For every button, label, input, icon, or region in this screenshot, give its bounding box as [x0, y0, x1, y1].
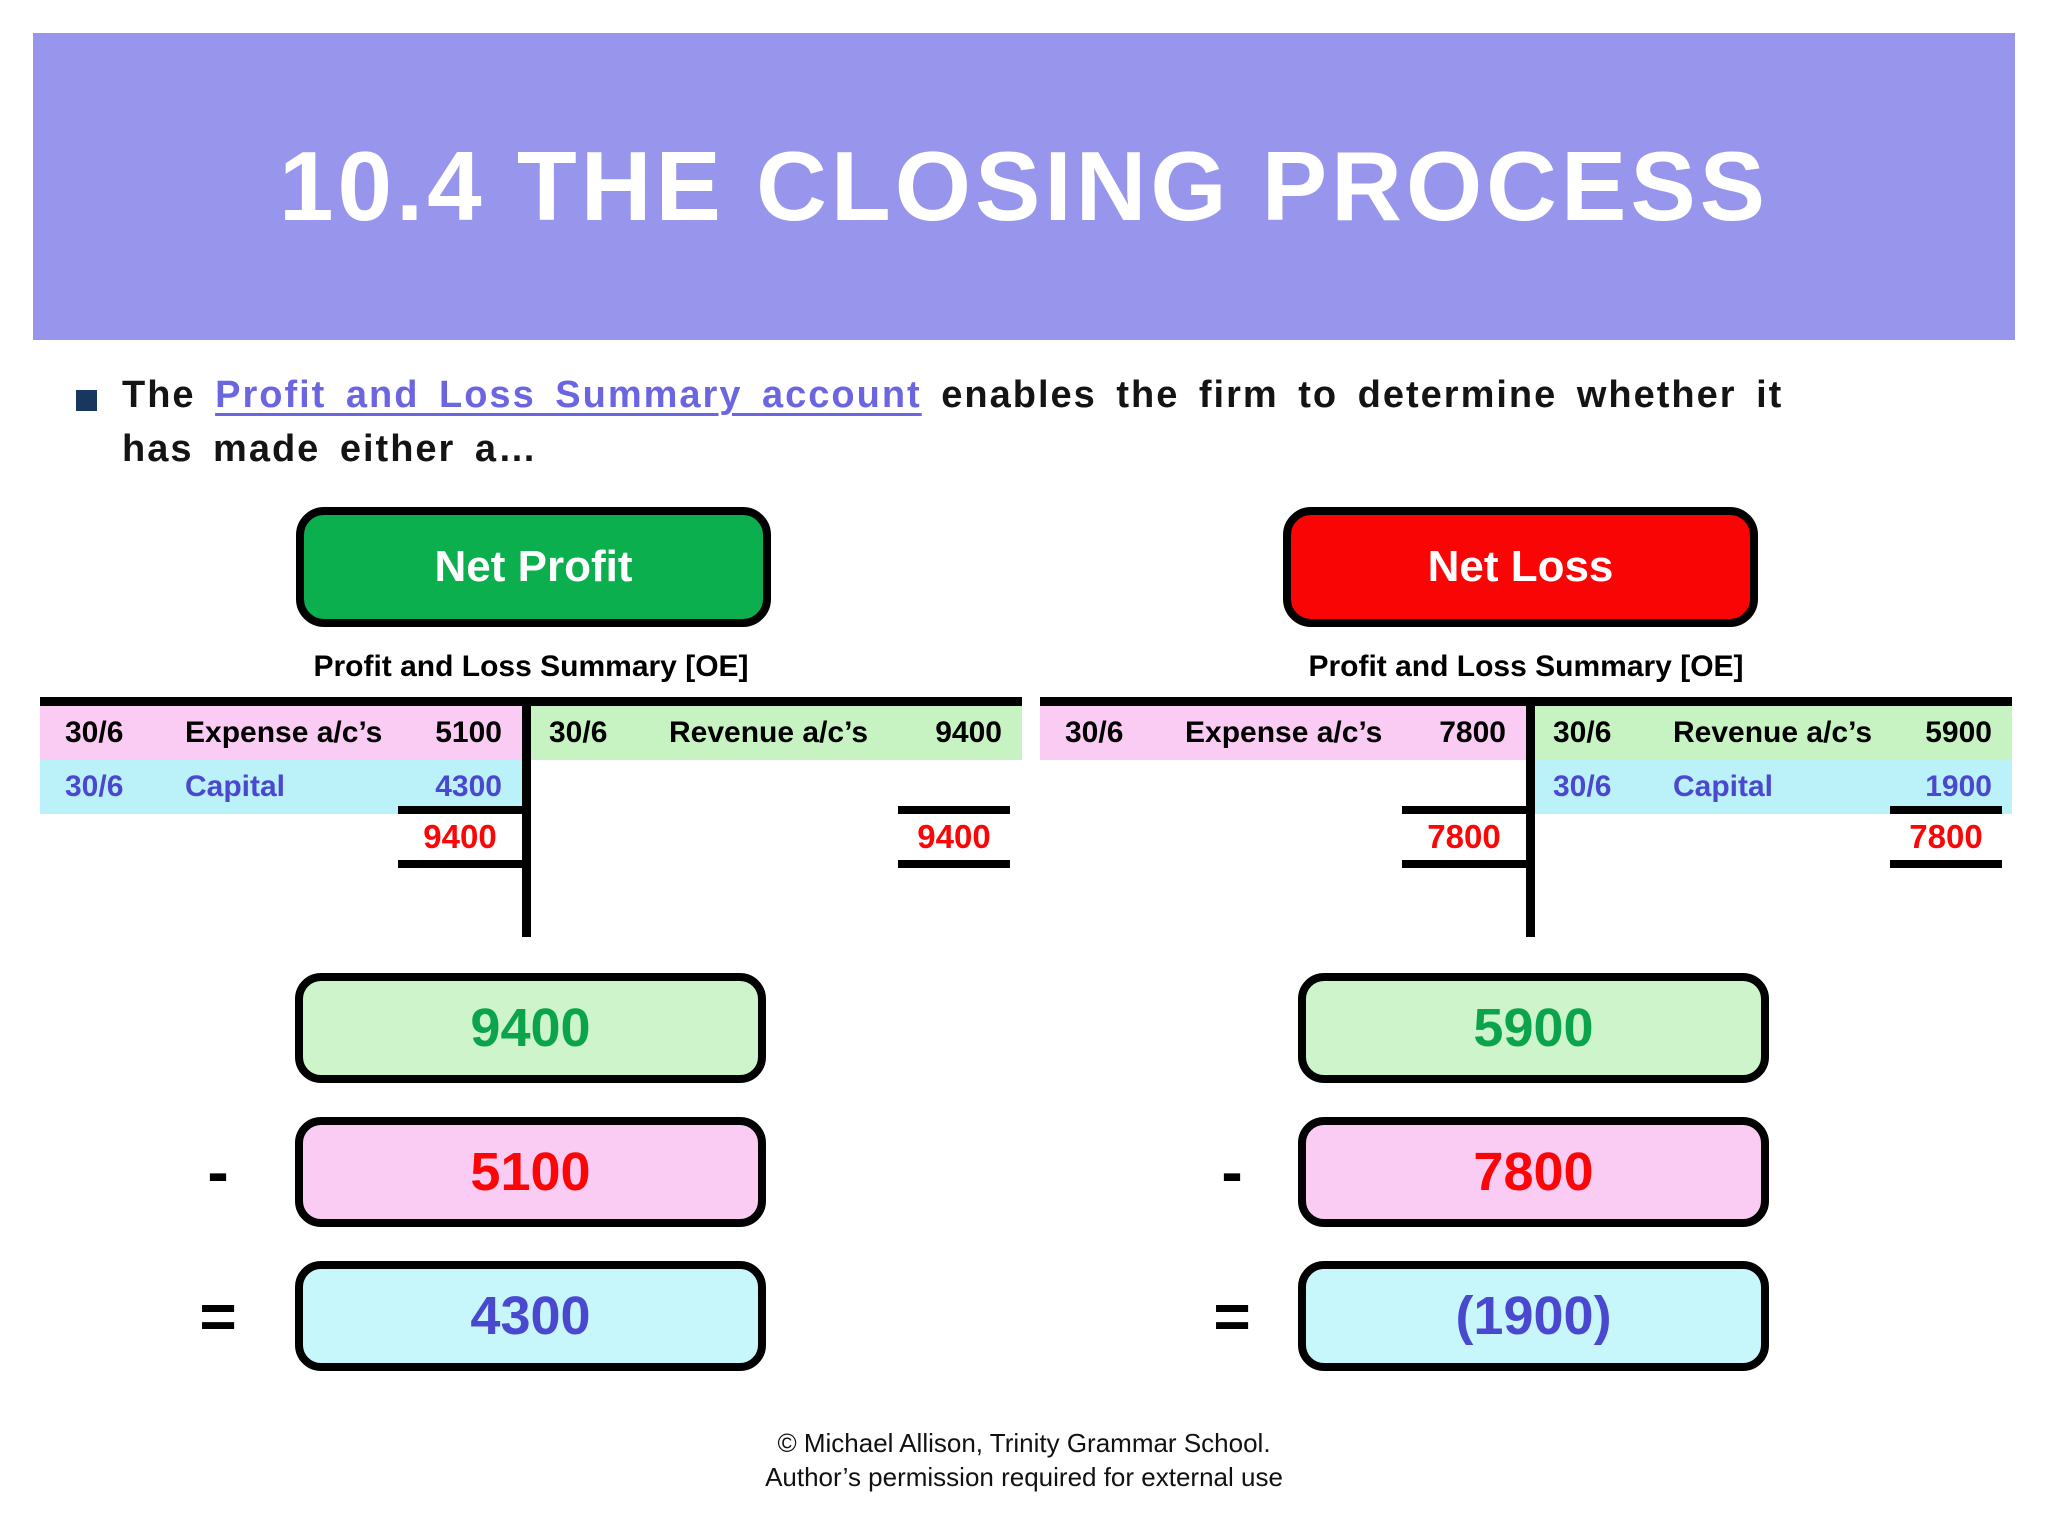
t-account-topline-left — [40, 697, 1022, 706]
entry-label: Capital — [185, 770, 286, 803]
entry-date: 30/6 — [1553, 716, 1612, 749]
t-account-divider-left — [522, 697, 531, 937]
entry-amount: 4300 — [435, 770, 502, 803]
bullet-suffix: enables the firm to determine whether it — [921, 374, 1784, 416]
debit-total: 7800 — [1402, 806, 1526, 868]
bullet-prefix: The — [122, 374, 216, 416]
entry-amount: 5900 — [1925, 716, 1992, 749]
header-band: 10.4 THE CLOSING PROCESS — [33, 33, 2015, 340]
debit-row: 30/6 Expense a/c’s 5100 — [40, 706, 522, 760]
calc-result-box: (1900) — [1298, 1261, 1769, 1371]
entry-date: 30/6 — [549, 716, 608, 749]
bullet-line-1: The Profit and Loss Summary account enab… — [122, 368, 2032, 422]
calc-revenue-box: 9400 — [295, 973, 766, 1083]
entry-date: 30/6 — [65, 716, 124, 749]
calc-expense-box: 5100 — [295, 1117, 766, 1227]
credit-row: 30/6 Revenue a/c’s 9400 — [531, 706, 1022, 760]
minus-sign: - — [1221, 1136, 1243, 1208]
entry-date: 30/6 — [65, 770, 124, 803]
entry-label: Expense a/c’s — [1185, 716, 1383, 749]
debit-row-capital: 30/6 Capital 4300 — [40, 760, 522, 814]
calc-revenue-box: 5900 — [1298, 973, 1769, 1083]
bullet-line-2: has made either a… — [122, 428, 539, 470]
debit-row: 30/6 Expense a/c’s 7800 — [1040, 706, 1526, 760]
entry-label: Capital — [1673, 770, 1774, 803]
t-account-divider-right — [1526, 697, 1535, 937]
credit-row: 30/6 Revenue a/c’s 5900 — [1535, 706, 2012, 760]
bullet-paragraph: The Profit and Loss Summary account enab… — [122, 368, 2032, 476]
footer-copyright: © Michael Allison, Trinity Grammar Schoo… — [0, 1426, 2048, 1494]
pl-summary-link[interactable]: Profit and Loss Summary account — [215, 374, 922, 416]
bullet-square-icon — [76, 390, 97, 411]
calc-result-box: 4300 — [295, 1261, 766, 1371]
net-profit-button[interactable]: Net Profit — [296, 507, 771, 627]
entry-label: Expense a/c’s — [185, 716, 383, 749]
footer-line-1: © Michael Allison, Trinity Grammar Schoo… — [777, 1428, 1271, 1458]
minus-sign: - — [207, 1136, 229, 1208]
account-title-left: Profit and Loss Summary [OE] — [313, 650, 749, 683]
credit-total: 7800 — [1890, 806, 2002, 868]
entry-date: 30/6 — [1553, 770, 1612, 803]
equals-sign: = — [1213, 1280, 1251, 1352]
entry-label: Revenue a/c’s — [1673, 716, 1872, 749]
page-title: 10.4 THE CLOSING PROCESS — [278, 131, 1770, 241]
entry-date: 30/6 — [1065, 716, 1124, 749]
footer-line-2: Author’s permission required for externa… — [765, 1462, 1283, 1492]
equals-sign: = — [199, 1280, 237, 1352]
entry-label: Revenue a/c’s — [669, 716, 868, 749]
account-title-right: Profit and Loss Summary [OE] — [1308, 650, 1744, 683]
entry-amount: 5100 — [435, 716, 502, 749]
entry-amount: 1900 — [1925, 770, 1992, 803]
entry-amount: 7800 — [1439, 716, 1506, 749]
net-loss-button[interactable]: Net Loss — [1283, 507, 1758, 627]
credit-total: 9400 — [898, 806, 1010, 868]
debit-total: 9400 — [398, 806, 522, 868]
entry-amount: 9400 — [935, 716, 1002, 749]
calc-expense-box: 7800 — [1298, 1117, 1769, 1227]
credit-row-capital: 30/6 Capital 1900 — [1535, 760, 2012, 814]
